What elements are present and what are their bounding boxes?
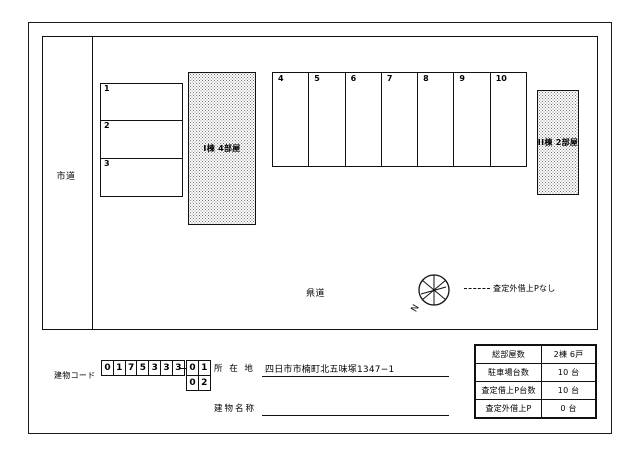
summary-key: 駐車場台数 bbox=[474, 363, 543, 382]
compass-north-icon: N bbox=[408, 270, 454, 314]
document-frame bbox=[28, 22, 612, 434]
code-digit: 5 bbox=[136, 360, 150, 376]
parking-space: 4 bbox=[273, 73, 310, 166]
parking-space-number: 6 bbox=[350, 74, 357, 83]
building-block-1: I棟 4部屋 bbox=[188, 72, 256, 225]
parking-space-number: 3 bbox=[104, 158, 110, 168]
lot-boundary-line bbox=[92, 36, 598, 330]
parking-space-number: 1 bbox=[104, 84, 110, 93]
building-block-2: II棟 2部屋 bbox=[537, 90, 579, 195]
parking-space-number: 10 bbox=[495, 74, 507, 83]
parking-space-number: 4 bbox=[278, 74, 284, 83]
parking-space: 7 bbox=[382, 73, 419, 166]
building-name-label: 建物名称 bbox=[214, 404, 257, 414]
table-row: 査定外借上P 0 台 bbox=[474, 399, 596, 418]
parking-space: 6 bbox=[346, 73, 382, 166]
parking-space: 9 bbox=[454, 73, 491, 166]
summary-value: 0 台 bbox=[541, 399, 596, 418]
parking-space: 5 bbox=[309, 73, 346, 166]
svg-text:N: N bbox=[410, 303, 422, 314]
parking-space-number: 9 bbox=[459, 74, 465, 83]
subcode-digit: 1 bbox=[197, 360, 211, 376]
parking-space: 10 bbox=[491, 73, 526, 166]
table-row: 総部屋数 2棟 6戸 bbox=[474, 345, 596, 364]
subcode-digit: 2 bbox=[197, 374, 211, 391]
building-code-subcodes: 0 1 0 2 bbox=[186, 360, 211, 391]
code-separator-dash bbox=[180, 368, 186, 369]
table-row: 駐車場台数 10 台 bbox=[474, 363, 596, 382]
summary-key: 総部屋数 bbox=[474, 345, 543, 364]
table-row: 査定借上P台数 10 台 bbox=[474, 381, 596, 400]
parking-space: 2 bbox=[101, 121, 182, 159]
parking-space-number: 5 bbox=[314, 74, 320, 83]
summary-value: 2棟 6戸 bbox=[541, 345, 596, 364]
building-label: I棟 4部屋 bbox=[203, 144, 241, 153]
summary-key: 査定借上P台数 bbox=[474, 381, 543, 400]
parking-space-number: 7 bbox=[386, 74, 393, 83]
address-underline bbox=[262, 376, 449, 377]
subcode-row: 0 1 bbox=[186, 360, 211, 376]
address-label: 所 在 地 bbox=[214, 364, 255, 374]
summary-key: 査定外借上P bbox=[474, 399, 543, 418]
prefectural-road-label: 県道 bbox=[306, 289, 326, 299]
parking-space-number: 2 bbox=[104, 121, 110, 131]
building-name-underline bbox=[262, 415, 449, 416]
legend-label: 査定外借上Pなし bbox=[493, 284, 556, 293]
summary-table: 総部屋数 2棟 6戸 駐車場台数 10 台 査定借上P台数 10 台 査定外借上… bbox=[474, 344, 597, 419]
parking-stack-left: 1 2 3 bbox=[100, 83, 183, 197]
legend-no-external-parking: 査定外借上Pなし bbox=[464, 283, 555, 294]
building-code-digits: 0 1 7 5 3 3 3 bbox=[101, 360, 185, 376]
dashed-line-icon bbox=[464, 288, 490, 289]
parking-space: 3 bbox=[101, 159, 182, 196]
city-road-label: 市道 bbox=[56, 172, 76, 182]
parking-space-number: 8 bbox=[423, 74, 429, 83]
subcode-row: 0 2 bbox=[186, 374, 211, 391]
summary-value: 10 台 bbox=[541, 381, 596, 400]
parking-space: 1 bbox=[101, 84, 182, 122]
building-label: II棟 2部屋 bbox=[537, 138, 579, 147]
parking-row: 4 5 6 7 8 9 10 bbox=[272, 72, 527, 167]
address-value: 四日市市楠町北五味塚1347−1 bbox=[265, 365, 395, 375]
summary-value: 10 台 bbox=[541, 363, 596, 382]
parking-space: 8 bbox=[418, 73, 455, 166]
building-code-label: 建物コード bbox=[54, 371, 96, 380]
code-digit: 1 bbox=[112, 360, 126, 376]
